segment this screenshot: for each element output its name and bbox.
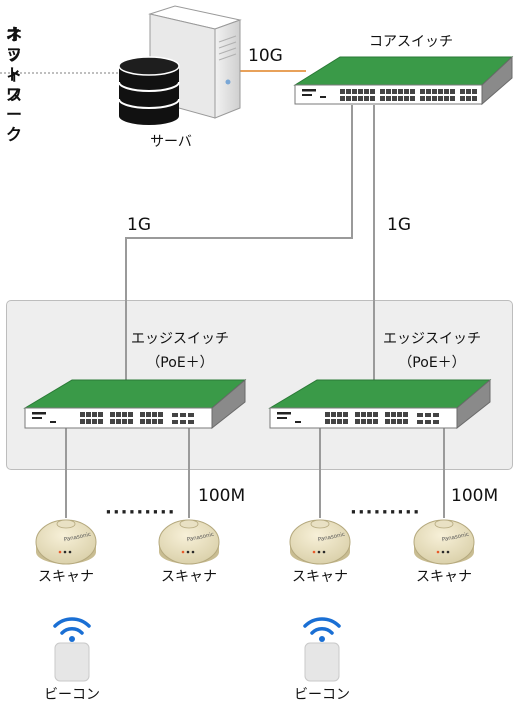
scanner-label: スキャナ <box>292 569 348 585</box>
scanner-ellipsis-left: ········· <box>105 502 176 523</box>
edge-switch-right-spec: （PoE＋） <box>398 355 466 371</box>
scanner-icon: Panasonic <box>289 519 351 565</box>
core-switch-label: コアスイッチ <box>369 34 453 50</box>
edge-switch-right-name: エッジスイッチ <box>383 331 481 347</box>
scanner-ellipsis-right: ········· <box>350 502 421 523</box>
scanner-label: スキャナ <box>38 569 94 585</box>
link-1g-left <box>125 105 353 382</box>
core-switch-icon <box>293 55 514 106</box>
scanner-label: スキャナ <box>161 569 217 585</box>
scanner-label: スキャナ <box>416 569 472 585</box>
scanner-icon: Panasonic <box>35 519 97 565</box>
database-icon <box>118 56 180 125</box>
link-label-100m-right: 100M <box>451 486 499 506</box>
beacon-label: ビーコン <box>44 687 100 703</box>
beacon-icon <box>304 642 340 682</box>
scanner-brand: Panasonic <box>441 532 469 544</box>
scanner-brand: Panasonic <box>317 532 345 544</box>
edge-switch-left-name: エッジスイッチ <box>131 331 229 347</box>
edge-switch-right-icon <box>268 378 492 430</box>
link-label-100m-left: 100M <box>198 486 246 506</box>
scanner-icon: Panasonic <box>413 519 475 565</box>
edge-switch-left-spec: （PoE＋） <box>146 355 214 371</box>
scanner-brand: Panasonic <box>186 532 214 544</box>
scanner-brand: Panasonic <box>63 532 91 544</box>
office-network-line-2: ネットワーク <box>6 25 23 144</box>
server-label: サーバ <box>150 134 192 150</box>
wifi-icon <box>53 617 91 642</box>
beacon-label: ビーコン <box>294 687 350 703</box>
link-label-10g: 10G <box>248 46 283 66</box>
beacon-icon <box>54 642 90 682</box>
scanner-icon: Panasonic <box>158 519 220 565</box>
office-network-line-1: オフィス <box>6 25 23 104</box>
wifi-icon <box>303 617 341 642</box>
server-icon <box>148 5 242 119</box>
link-label-1g-left: 1G <box>127 215 151 235</box>
link-label-1g-right: 1G <box>387 215 411 235</box>
edge-switch-left-icon <box>23 378 247 430</box>
